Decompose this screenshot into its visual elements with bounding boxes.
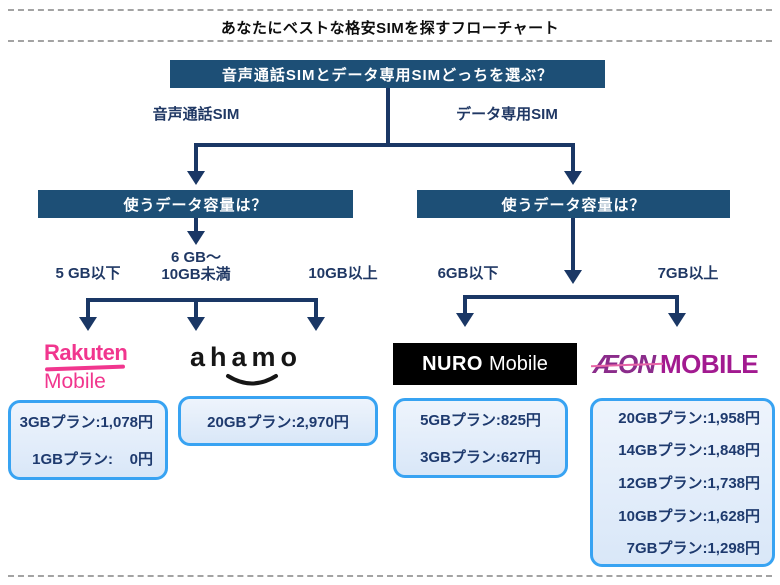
rakuten-mobile-wordmark: Mobile: [44, 370, 106, 393]
title-bottom-dashed-divider: [8, 40, 772, 42]
aeon-price-box: 20GBプラン:1,958円 14GBプラン:1,848円 12GBプラン:1,…: [590, 398, 775, 567]
voice-branch-arrow-icon: [187, 171, 205, 185]
aeon-branch-line: [675, 297, 679, 314]
ahamo-arrow-icon-2: [307, 317, 325, 331]
left-split-line: [86, 298, 318, 302]
label-6to10gb-line1: 6 GB～: [170, 249, 221, 266]
nuro-mobile-logo: NURO Mobile: [393, 343, 577, 385]
nuro-mobile-wordmark: Mobile: [488, 352, 548, 375]
rakuten-wordmark: Rakuten: [44, 340, 128, 365]
aeon-plan-10gb: 10GBプラン:1,628円: [618, 507, 760, 525]
label-6to10gb: 6 GB～ 10GB未満: [146, 249, 246, 283]
aeon-mobile-logo: ÆON MOBILE: [590, 346, 759, 382]
left-capacity-arrow-icon: [187, 231, 205, 245]
data-sim-label: データ専用SIM: [456, 106, 558, 123]
bottom-dashed-divider: [8, 575, 772, 577]
label-6to10gb-line2: 10GB未満: [161, 266, 231, 283]
top-dashed-divider: [8, 9, 772, 11]
nuro-arrow-icon: [456, 313, 474, 327]
rakuten-mobile-logo: Rakuten Mobile: [44, 340, 154, 393]
aeon-plan-7gb: 7GBプラン:1,298円: [626, 540, 760, 558]
nuro-price-box: 5GBプラン:825円 3GBプラン:627円: [393, 398, 568, 478]
nuro-wordmark: NURO: [422, 352, 483, 375]
nuro-plan-5gb: 5GBプラン:825円: [420, 412, 541, 429]
first-split-line: [194, 143, 575, 147]
label-7gb-or-more: 7GB以上: [657, 265, 719, 282]
page-title: あなたにベストな格安SIMを探すフローチャート: [220, 20, 560, 37]
rakuten-branch-line: [86, 300, 90, 318]
capacity-question-left-box: 使うデータ容量は？: [38, 190, 353, 218]
voice-branch-line: [194, 145, 198, 173]
capacity-question-right-box: 使うデータ容量は？: [417, 190, 730, 218]
label-6gb-or-less: 6GB以下: [437, 265, 499, 282]
right-capacity-stem-line: [571, 218, 575, 272]
nuro-branch-line: [463, 297, 467, 314]
ahamo-plan-20gb: 20GBプラン:2,970円: [207, 413, 349, 431]
data-branch-arrow-icon: [564, 171, 582, 185]
ahamo-arrow-icon-1: [187, 317, 205, 331]
aeon-wordmark: ÆON: [590, 349, 664, 380]
label-5gb-or-less: 5 GB以下: [55, 265, 121, 282]
right-capacity-arrow-icon: [564, 270, 582, 284]
ahamo-branch-line-2: [314, 300, 318, 318]
ahamo-wordmark: ahamo: [190, 342, 303, 372]
nuro-plan-3gb: 3GBプラン:627円: [420, 449, 541, 466]
aeon-plan-12gb: 12GBプラン:1,738円: [618, 474, 760, 492]
rakuten-price-box: 3GBプラン:1,078円 1GBプラン: 0円: [8, 400, 168, 480]
data-branch-line: [571, 145, 575, 173]
root-stem-line: [386, 88, 390, 145]
rakuten-plan-1gb: 1GBプラン: 0円: [32, 451, 153, 468]
rakuten-plan-3gb: 3GBプラン:1,078円: [19, 414, 153, 431]
label-10gb-or-more: 10GB以上: [308, 265, 378, 282]
aeon-mobile-wordmark: MOBILE: [660, 348, 759, 379]
aeon-plan-20gb: 20GBプラン:1,958円: [618, 409, 760, 427]
right-split-line: [463, 295, 679, 299]
voice-sim-label: 音声通話SIM: [152, 106, 240, 123]
aeon-plan-14gb: 14GBプラン:1,848円: [618, 442, 760, 460]
ahamo-branch-line-1: [194, 300, 198, 318]
ahamo-price-box: 20GBプラン:2,970円: [178, 396, 378, 446]
aeon-arrow-icon: [668, 313, 686, 327]
rakuten-arrow-icon: [79, 317, 97, 331]
root-question-box: 音声通話SIMとデータ専用SIMどっちを選ぶ？: [170, 60, 605, 88]
left-capacity-stem-line: [194, 218, 198, 233]
ahamo-logo: ahamo: [190, 342, 330, 386]
ahamo-smile-icon: [226, 374, 278, 386]
